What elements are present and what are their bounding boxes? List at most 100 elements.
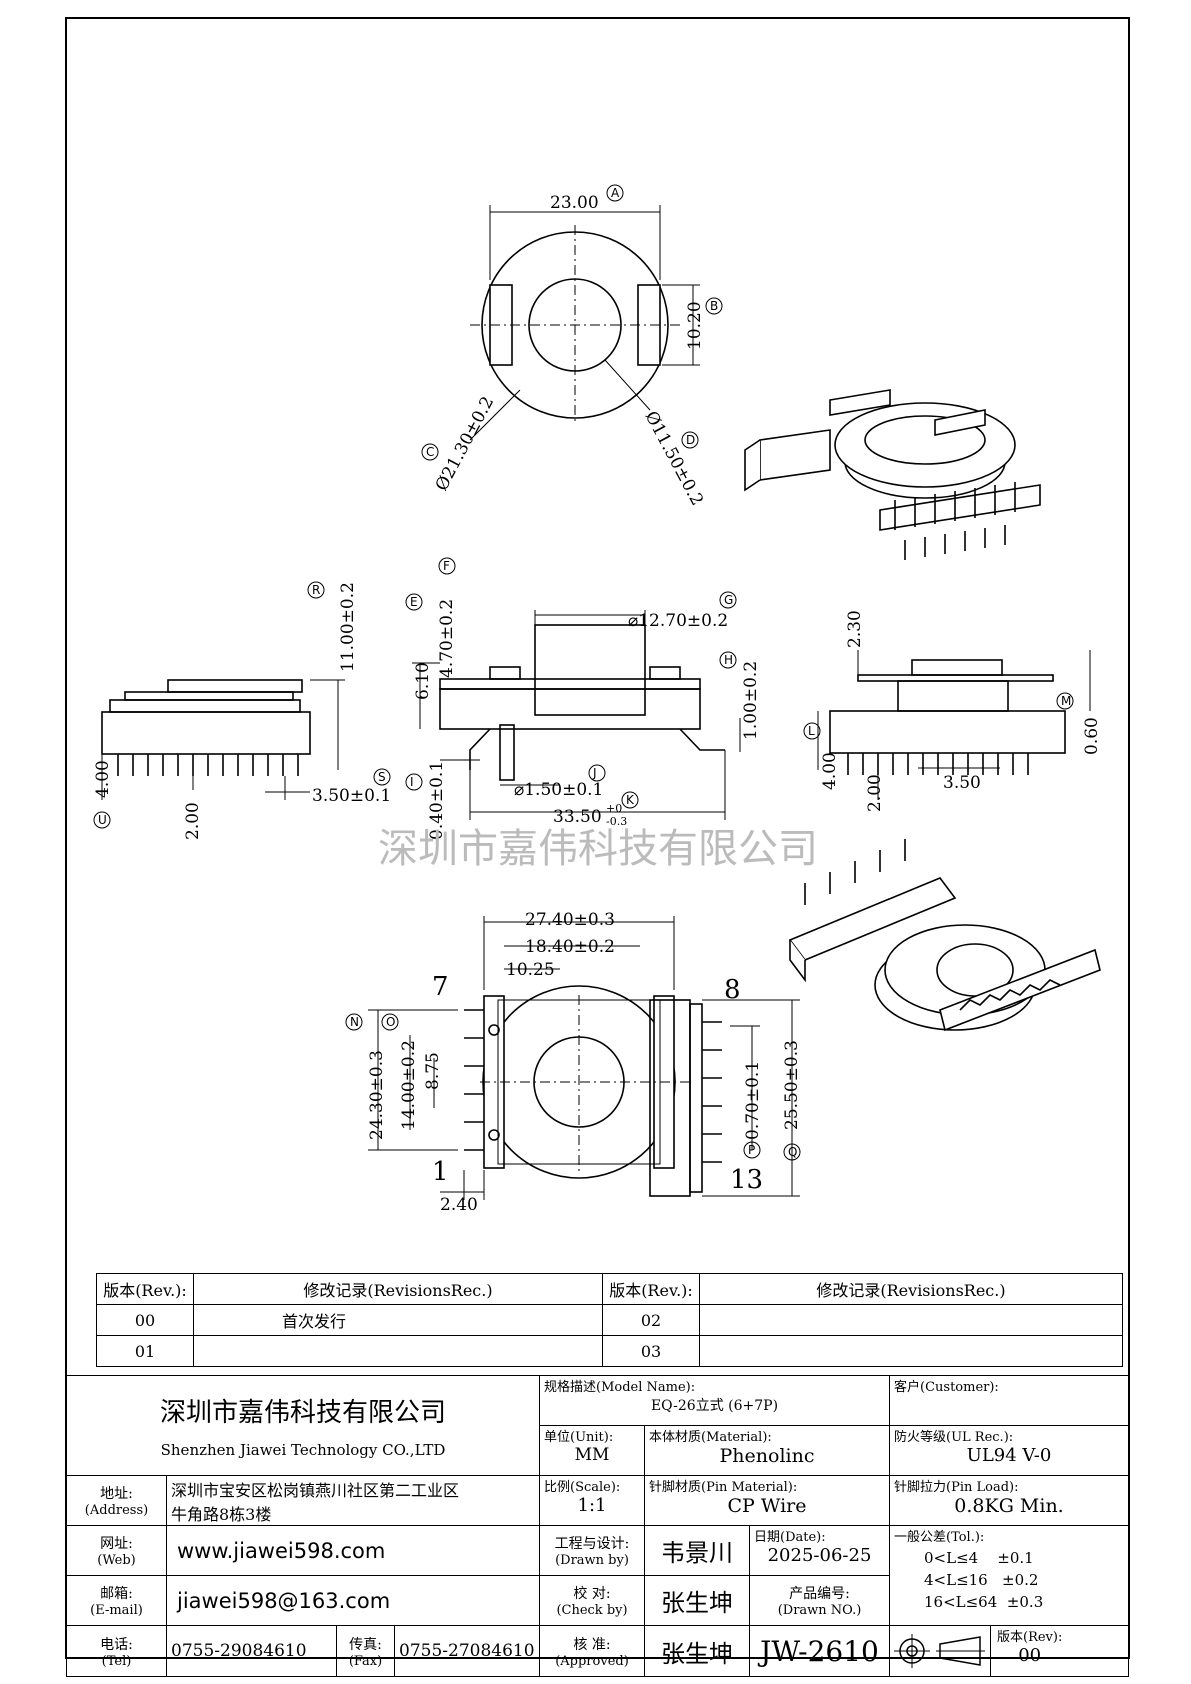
email-label: 邮箱: (100, 1586, 133, 1602)
dim-c: Ø21.30±0.2 (432, 393, 498, 494)
revision-table: 版本(Rev.): 修改记录(RevisionsRec.) 版本(Rev.): … (96, 1273, 1123, 1367)
check-label: 校 对: (573, 1586, 611, 1602)
address-line-1: 深圳市宝安区松岗镇燕川社区第二工业区 (171, 1480, 460, 1500)
model-label: 规格描述(Model Name): (544, 1380, 696, 1395)
material-value: Phenolinc (719, 1445, 815, 1467)
circle-label-a: A (611, 186, 620, 200)
dim-n: 24.30±0.3 (367, 1050, 387, 1140)
circle-label-f: F (443, 559, 450, 573)
dim-l: 4.00 (820, 752, 840, 790)
revision-row: 01 03 (96, 1335, 1123, 1367)
side-view-right (817, 650, 1091, 800)
company-name-cn: 深圳市嘉伟科技有限公司 (159, 1398, 446, 1428)
rev-header-1: 版本(Rev.): (96, 1273, 194, 1305)
circle-label-j: J (592, 766, 597, 780)
dim-b: 10.20 (685, 301, 705, 350)
front-view (412, 610, 741, 820)
dim-q-bottom: 2.40 (440, 1195, 478, 1215)
drawn-label: 工程与设计: (554, 1536, 630, 1552)
circle-label-n: N (350, 1015, 359, 1029)
web-label: 网址: (100, 1536, 133, 1552)
tel-label-en: (Tel) (101, 1653, 132, 1669)
email-label-en: (E-mail) (90, 1603, 143, 1618)
dim-o: 14.00±0.2 (399, 1040, 419, 1130)
circle-label-b: B (710, 299, 718, 313)
approved-value: 张生坤 (644, 1625, 750, 1677)
date-value: 2025-06-25 (767, 1545, 872, 1566)
watermark: 深圳市嘉伟科技有限公司 (378, 826, 818, 872)
dim-g: ⌀12.70±0.2 (628, 611, 728, 631)
dim-v: 2.00 (183, 802, 203, 840)
dim-p-pin: 0.70±0.1 (743, 1061, 763, 1140)
dim-p-bottom: 8.75 (423, 1052, 443, 1090)
dim-s: 3.50±0.1 (312, 786, 391, 806)
email-value: jiawei598@163.com (166, 1575, 540, 1626)
circle-label-d: D (686, 433, 695, 447)
tolerance-row: 4<L≤16 ±0.2 (924, 1571, 1039, 1589)
dim-w: 2.00 (865, 774, 885, 812)
scale-value: 1:1 (577, 1495, 607, 1516)
iso-view-top (744, 389, 1041, 560)
rev-label: 版本(Rev): (997, 1630, 1063, 1645)
dim-i: 0.40±0.1 (427, 761, 447, 840)
circle-label-h: H (724, 653, 733, 667)
circle-label-s: S (378, 770, 386, 784)
unit-value: MM (574, 1445, 610, 1465)
fax-label: 传真: (349, 1636, 382, 1653)
dim-h: 1.00±0.2 (741, 661, 761, 740)
check-label-en: (Check by) (556, 1603, 628, 1618)
dim-j: ⌀1.50±0.1 (514, 780, 603, 800)
dim-right-top: 2.30 (845, 610, 865, 648)
address-label: 地址: (100, 1486, 133, 1502)
circle-label-k: K (626, 793, 635, 807)
customer-label: 客户(Customer): (894, 1380, 999, 1395)
dim-q-pin: 25.50±0.3 (782, 1040, 802, 1130)
rev-value: 00 (1018, 1645, 1042, 1666)
dim-k-tol-up: +0 (606, 802, 622, 815)
circle-label-r: R (312, 583, 320, 597)
address-label-en: (Address) (84, 1503, 149, 1518)
pin-load-value: 0.8KG Min. (954, 1495, 1064, 1517)
model-value: EQ-26立式 (6+7P) (650, 1398, 779, 1414)
pin-label-7: 7 (432, 972, 449, 1002)
ul-label: 防火等级(UL Rec.): (894, 1430, 1014, 1445)
address-line-2: 牛角路8栋3楼 (171, 1504, 272, 1524)
circle-label-q: Q (788, 1145, 797, 1159)
part-number-value: JW-2610 (749, 1625, 890, 1677)
circle-label-m: M (1061, 694, 1071, 708)
circle-label-i: I (410, 775, 414, 789)
top-view (469, 205, 700, 441)
dim-bottom-d2: 18.40±0.2 (525, 937, 615, 957)
tel-value: 0755-29084610 (166, 1625, 337, 1677)
dim-bottom-d1: 27.40±0.3 (525, 910, 615, 930)
rev-header-2: 版本(Rev.): (602, 1273, 700, 1305)
web-value: www.jiawei598.com (166, 1525, 540, 1576)
pin-material-value: CP Wire (727, 1495, 807, 1517)
circle-label-p: P (748, 1143, 755, 1157)
dim-k: 33.50 (553, 807, 602, 827)
bottom-view (368, 916, 690, 1200)
pin-label-13: 13 (730, 1165, 763, 1195)
dim-bottom-d3: 10.25 (506, 960, 555, 980)
fax-value: 0755-27084610 (394, 1625, 540, 1677)
pin-label-1: 1 (432, 1157, 449, 1187)
dim-a: 23.00 (550, 193, 599, 213)
side-view-left (101, 679, 345, 800)
iso-view-bottom (788, 839, 1101, 1032)
projection-symbol-icon (894, 1634, 985, 1668)
approved-label: 核 准: (573, 1636, 611, 1653)
circle-label-c: C (426, 445, 434, 459)
revision-row: 00 首次发行 02 (96, 1304, 1123, 1336)
dim-m: 0.60 (1082, 717, 1102, 755)
check-value: 张生坤 (644, 1575, 750, 1626)
circle-label-e: E (410, 595, 418, 609)
dim-x: 3.50 (943, 773, 981, 793)
circle-label-g: G (724, 593, 733, 607)
approved-label-en: (Approved) (555, 1653, 629, 1669)
circle-label-l: L (808, 724, 815, 738)
web-label-en: (Web) (97, 1553, 136, 1568)
tel-label: 电话: (100, 1636, 133, 1653)
dim-k-tol-down: -0.3 (606, 815, 627, 828)
rec-header-2: 修改记录(RevisionsRec.) (699, 1273, 1123, 1305)
dim-f: 4.70±0.2 (437, 599, 457, 678)
